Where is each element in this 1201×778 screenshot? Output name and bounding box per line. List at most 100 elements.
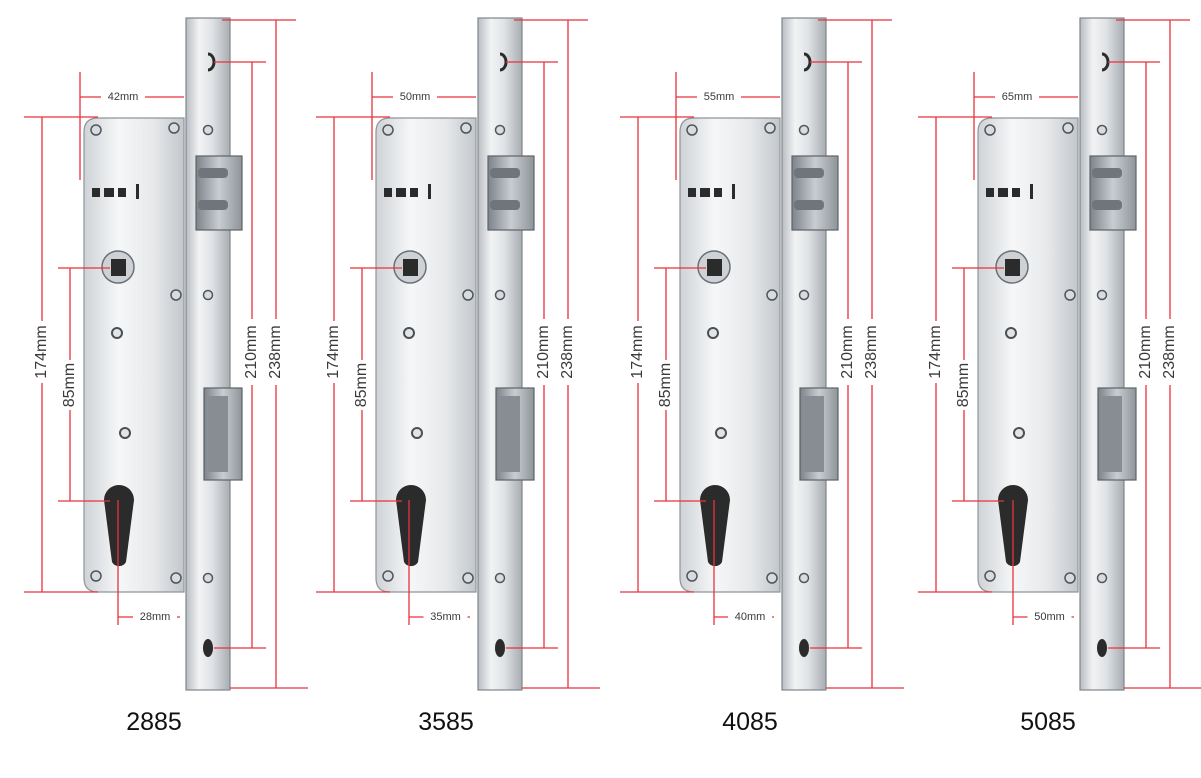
dim-label-faceplate-height-3: 238mm [863, 325, 880, 378]
case-slot-4-3 [1012, 188, 1020, 197]
case-slot-3-3 [714, 188, 722, 197]
dim-label-backset-1: 42mm [108, 91, 139, 103]
dim-label-cylinder-offset-4-bg [1027, 611, 1072, 623]
lock-figure-3: 55mm 40mm 174mm 85mm 210mm 238mm 4085 [620, 17, 904, 736]
faceplate-screw-2-3 [494, 572, 506, 584]
case-screw-1-2 [168, 122, 180, 134]
latch-roller-1-2 [198, 200, 228, 210]
dim-label-handle-to-cylinder-2: 85mm [353, 363, 370, 407]
faceplate-slot-bottom-3 [799, 639, 809, 657]
dim-label-faceplate-height-4: 238mm [1161, 325, 1178, 378]
dim-label-faceplate-height-4-bg [1161, 319, 1179, 385]
latch-roller-4-2 [1092, 200, 1122, 210]
faceplate-slot-bottom-4 [1097, 639, 1107, 657]
dim-label-screw-spacing-2: 210mm [535, 325, 552, 378]
dim-label-faceplate-height-3-bg [863, 319, 881, 385]
latch-roller-2-1 [490, 168, 520, 178]
spindle-hole-2 [403, 259, 418, 276]
faceplate-slot-top-3 [803, 52, 812, 72]
case-hole-3-1 [707, 327, 719, 339]
faceplate-slot-top-1 [207, 52, 216, 72]
dim-label-screw-spacing-1-bg [243, 319, 261, 385]
dim-label-backset-2: 50mm [400, 91, 431, 103]
dead-bolt-face-4 [1102, 396, 1122, 472]
dim-label-backset-4-bg [995, 91, 1039, 103]
faceplate-slot-bottom-1 [203, 639, 213, 657]
case-slot-4-4 [1030, 184, 1033, 199]
faceplate-screw-4-1 [1096, 124, 1108, 136]
dim-label-screw-spacing-2-bg [535, 319, 553, 385]
faceplate-screw-1-1 [202, 124, 214, 136]
cylinder-hole-3 [700, 485, 730, 567]
dim-label-faceplate-height-2: 238mm [559, 325, 576, 378]
case-slot-1-3 [118, 188, 126, 197]
case-screw-2-3 [462, 289, 474, 301]
case-screw-3-3 [766, 289, 778, 301]
faceplate-screw-3-1 [798, 124, 810, 136]
dim-label-screw-spacing-3: 210mm [839, 325, 856, 378]
case-screw-3-1 [686, 124, 698, 136]
dead-bolt-face-2 [500, 396, 520, 472]
case-slot-2-3 [410, 188, 418, 197]
latch-bolt-2 [487, 155, 535, 231]
latch-roller-1-1 [198, 168, 228, 178]
spindle-hole-1 [111, 259, 126, 276]
case-hole-3-2 [715, 427, 727, 439]
case-slot-4-2 [998, 188, 1008, 197]
dim-label-cylinder-offset-1-bg [133, 611, 177, 623]
case-slot-1-4 [136, 184, 139, 199]
case-hole-2-2 [411, 427, 423, 439]
dim-label-body-height-3: 174mm [629, 325, 646, 378]
faceplate-screw-2-1 [494, 124, 506, 136]
dim-label-backset-2-bg [393, 91, 437, 103]
dim-label-body-height-1: 174mm [33, 325, 50, 378]
case-slot-2-2 [396, 188, 406, 197]
dim-label-backset-3-bg [697, 91, 741, 103]
dim-label-faceplate-height-2-bg [559, 319, 577, 385]
dim-label-backset-3: 55mm [704, 91, 735, 103]
case-screw-2-2 [460, 122, 472, 134]
dim-label-handle-to-cylinder-4-bg [955, 360, 973, 410]
lock-body-2 [316, 17, 600, 691]
case-slot-4-1 [986, 188, 994, 197]
case-screw-1-5 [170, 572, 182, 584]
dim-label-body-height-1-bg [33, 321, 51, 383]
dim-label-faceplate-height-1-bg [267, 319, 285, 385]
dim-label-cylinder-offset-2: 35mm [430, 611, 461, 623]
lock-body-1 [24, 17, 308, 691]
faceplate-3 [781, 17, 827, 691]
faceplate-slot-bottom-2 [495, 639, 505, 657]
lock-figure-4: 65mm 50mm 174mm 85mm 210mm 238mm 5085 [918, 17, 1201, 736]
faceplate-screw-1-2 [202, 289, 214, 301]
cylinder-hole-2 [396, 485, 426, 567]
dim-label-screw-spacing-3-bg [839, 319, 857, 385]
case-hole-2-1 [403, 327, 415, 339]
case-screw-4-4 [984, 570, 996, 582]
dim-label-screw-spacing-1: 210mm [243, 325, 260, 378]
dim-label-screw-spacing-4: 210mm [1137, 325, 1154, 378]
dim-label-cylinder-offset-2-bg [423, 611, 468, 623]
dim-label-body-height-2-bg [325, 321, 343, 383]
case-screw-4-2 [1062, 122, 1074, 134]
faceplate-screw-4-3 [1096, 572, 1108, 584]
case-screw-2-1 [382, 124, 394, 136]
faceplate-2 [477, 17, 523, 691]
model-label-1: 2885 [126, 708, 182, 736]
case-slot-3-1 [688, 188, 696, 197]
lock-figure-1: 42mm 28mm 174mm 85mm 210mm 238mm 2885 [24, 17, 308, 736]
case-screw-3-2 [764, 122, 776, 134]
case-hole-1-2 [119, 427, 131, 439]
case-screw-3-5 [766, 572, 778, 584]
case-hole-4-2 [1013, 427, 1025, 439]
spindle-hole-4 [1005, 259, 1020, 276]
faceplate-screw-4-2 [1096, 289, 1108, 301]
case-screw-1-4 [90, 570, 102, 582]
case-slot-2-4 [428, 184, 431, 199]
faceplate-screw-2-2 [494, 289, 506, 301]
faceplate-screw-1-3 [202, 572, 214, 584]
dim-label-handle-to-cylinder-2-bg [353, 360, 371, 410]
case-slot-1-2 [104, 188, 114, 197]
faceplate-screw-3-3 [798, 572, 810, 584]
dead-bolt-face-1 [208, 396, 228, 472]
latch-bolt-1 [195, 155, 243, 231]
